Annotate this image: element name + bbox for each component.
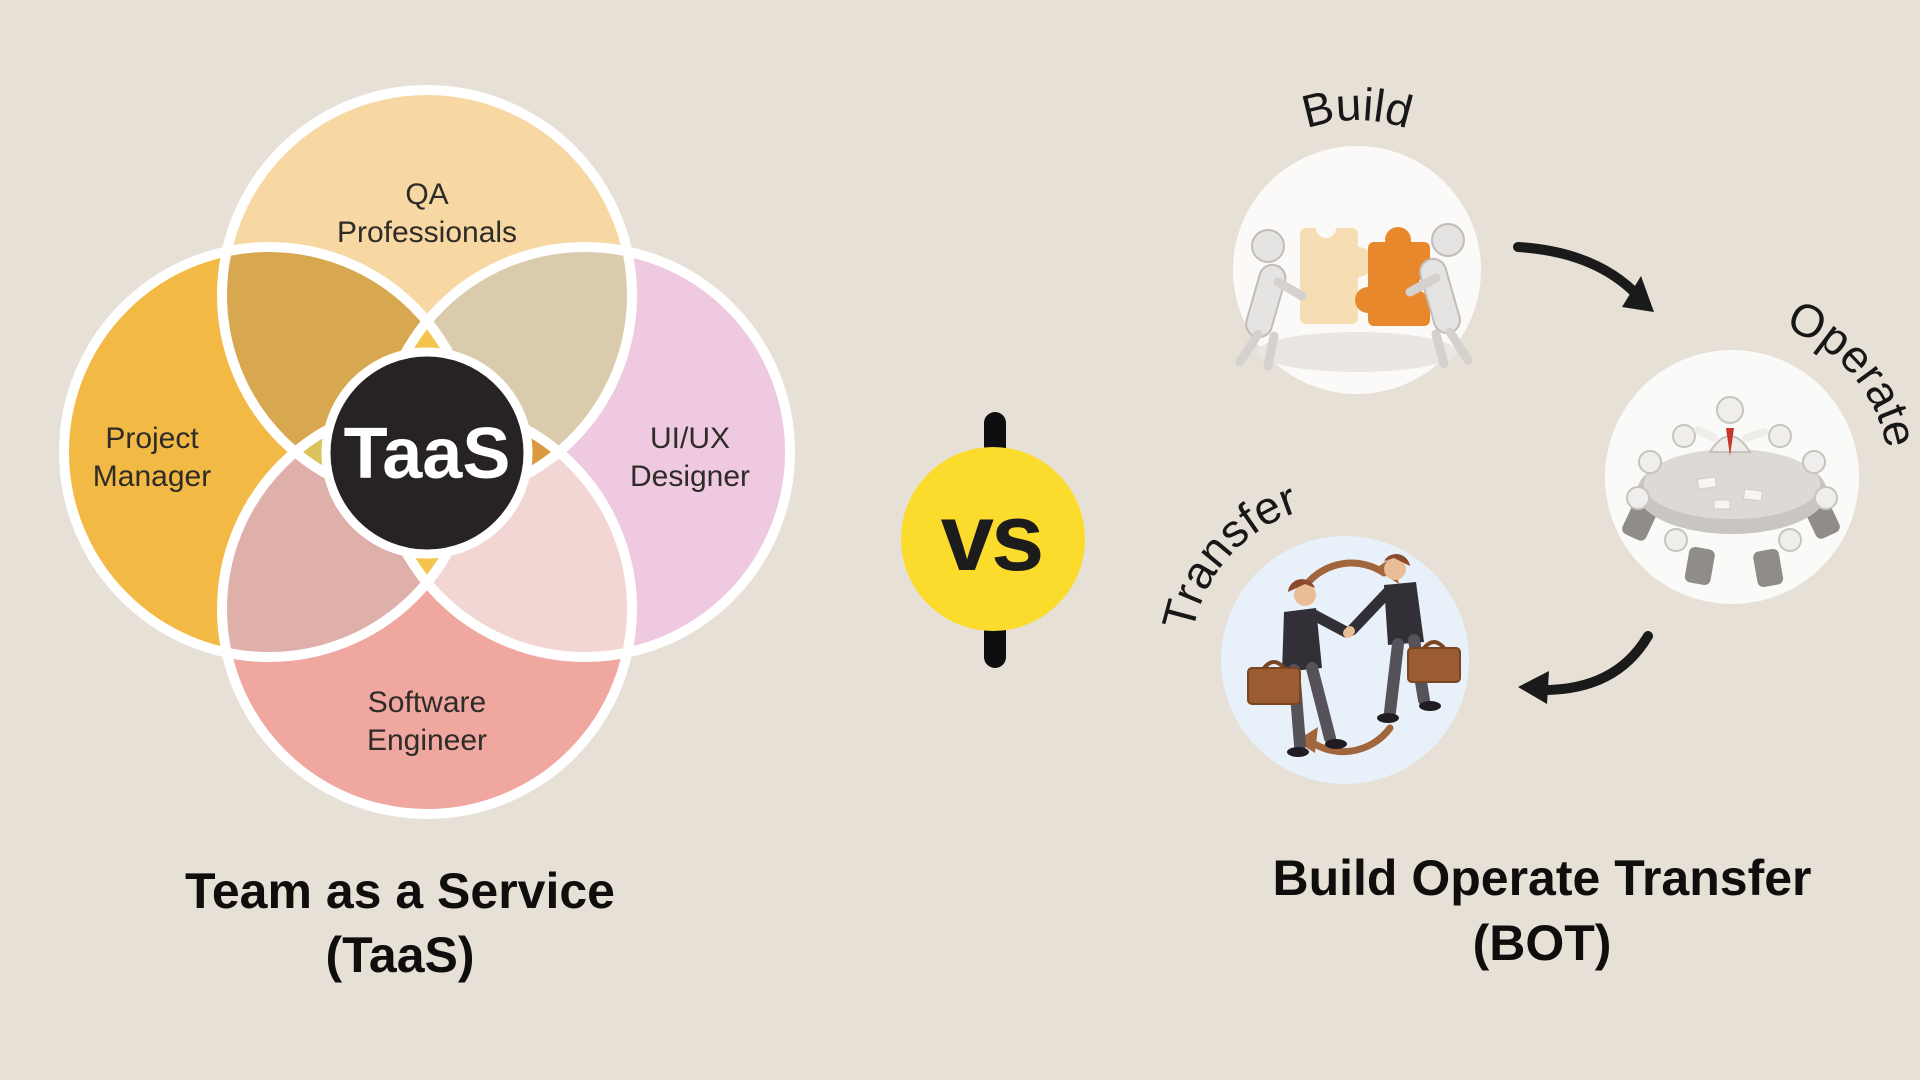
venn-label-uiux-line2: Designer <box>630 460 750 493</box>
taas-title-line2: (TaaS) <box>325 927 474 983</box>
arrow-operate-to-transfer <box>1518 631 1653 704</box>
venn-label-se-line2: Engineer <box>367 724 487 757</box>
bot-title-line2: (BOT) <box>1473 915 1612 971</box>
businessman-right <box>1345 553 1461 723</box>
vs-circle <box>901 447 1085 631</box>
vs-badge: vs <box>901 412 1085 668</box>
bot-step-build: Build <box>1233 78 1481 394</box>
build-figure-right <box>1405 223 1473 369</box>
arrow-build-to-operate <box>1513 242 1654 312</box>
taas-center-label: TaaS <box>344 414 511 494</box>
vs-label: vs <box>941 484 1042 591</box>
round-table-meeting-illustration <box>1622 396 1840 588</box>
venn-label-se-line1: Software <box>368 686 486 719</box>
venn-label-qa-line2: Professionals <box>337 216 517 249</box>
venn-label-uiux-line1: UI/UX <box>650 422 730 455</box>
build-ground-shadow <box>1257 332 1457 372</box>
taas-title-line1: Team as a Service <box>185 863 615 919</box>
build-label: Build <box>1297 78 1418 138</box>
venn-label-pm-line2: Manager <box>93 460 211 493</box>
taas-center-circle <box>321 347 533 559</box>
venn-label-qa-line1: QA <box>405 178 448 211</box>
handshake-businessmen-illustration <box>1247 553 1461 757</box>
bot-title-line1: Build Operate Transfer <box>1272 850 1811 906</box>
venn-label-pm-line1: Project <box>105 422 199 455</box>
build-figure-left <box>1235 229 1307 371</box>
taas-venn-diagram: TaaS QA Professionals Project Manager UI… <box>59 85 795 819</box>
businessman-left <box>1247 579 1353 757</box>
